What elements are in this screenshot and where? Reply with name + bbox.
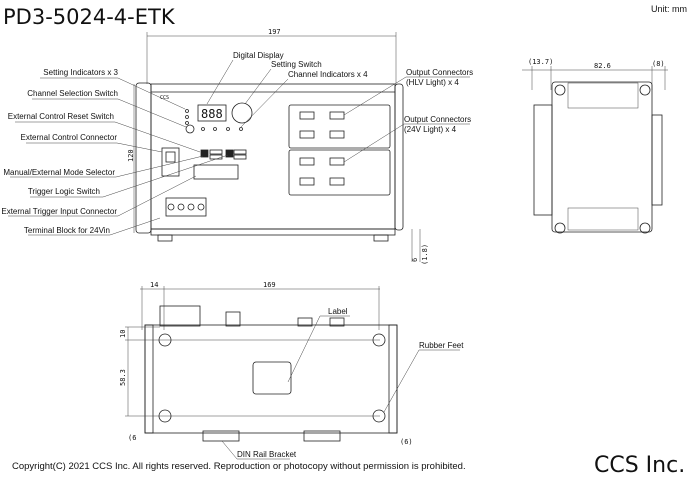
label-digital-display: Digital Display xyxy=(233,51,284,60)
dim-bottom-top: 10 xyxy=(119,330,127,338)
label-external-control-connector: External Control Connector xyxy=(21,133,118,142)
dim-bottom-offset: 14 xyxy=(150,281,158,289)
label-din-rail-bracket: DIN Rail Bracket xyxy=(237,450,297,459)
output-panel-hlv xyxy=(288,104,391,149)
bottom-body xyxy=(144,324,398,434)
dim-side-left: (13.7) xyxy=(528,58,553,66)
product-title: PD3-5024-4-ETK xyxy=(3,5,176,29)
setting-switch xyxy=(231,102,253,124)
terminal-block xyxy=(165,197,207,217)
copyright-text: Copyright(C) 2021 CCS Inc. All rights re… xyxy=(12,461,466,472)
svg-text:888: 888 xyxy=(201,107,223,121)
svg-text:CCS: CCS xyxy=(160,95,169,101)
dim-bottom-pitch: 58.3 xyxy=(119,369,127,386)
external-trigger-input-connector xyxy=(193,164,239,180)
dim-height: 120 xyxy=(127,149,135,162)
label-output-24v-2: (24V Light) x 4 xyxy=(404,125,457,134)
front-view: 197 120 CCS 888 xyxy=(1,28,473,265)
label-trigger-logic-switch: Trigger Logic Switch xyxy=(28,187,100,196)
side-view: (13.7) 82.6 (8) xyxy=(522,58,668,234)
label-external-control-reset-switch: External Control Reset Switch xyxy=(8,112,114,121)
unit-label: Unit: mm xyxy=(651,4,687,14)
digital-display xyxy=(197,104,227,122)
label-area xyxy=(252,361,292,395)
label-terminal-block: Terminal Block for 24Vin xyxy=(24,226,110,235)
dim-side-main: 82.6 xyxy=(594,62,611,70)
dim-bottom-right-foot: (6) xyxy=(400,438,413,446)
label-setting-switch: Setting Switch xyxy=(271,60,322,69)
dim-width: 197 xyxy=(268,28,281,36)
label-channel-selection-switch: Channel Selection Switch xyxy=(27,89,118,98)
dim-bottom-left-foot: (6 xyxy=(128,434,136,442)
label-channel-indicators: Channel Indicators x 4 xyxy=(288,70,368,79)
label-rubber-feet: Rubber Feet xyxy=(419,341,464,350)
channel-selection-switch xyxy=(185,124,195,134)
output-panel-24v xyxy=(288,149,391,196)
dim-bottom-length: 169 xyxy=(263,281,276,289)
label-output-24v-1: Output Connectors xyxy=(404,115,471,124)
side-body xyxy=(551,81,653,233)
bottom-view: 14 169 10 58.3 (6 (6) Label Rubber Feet … xyxy=(119,281,464,460)
dim-foot-a: 6 xyxy=(411,258,419,262)
dim-foot-b: (1.8) xyxy=(421,244,429,265)
dim-side-right: (8) xyxy=(652,60,665,68)
label-external-trigger-input-connector: External Trigger Input Connector xyxy=(1,207,117,216)
label-label: Label xyxy=(328,307,348,316)
label-output-hlv-2: (HLV Light) x 4 xyxy=(406,78,459,87)
brand-logo: CCS Inc. xyxy=(594,453,685,478)
label-output-hlv-1: Output Connectors xyxy=(406,68,473,77)
label-manual-external-mode-selector: Manual/External Mode Selector xyxy=(3,168,115,177)
front-panel xyxy=(150,83,396,230)
left-rail xyxy=(135,82,152,234)
label-setting-indicators: Setting Indicators x 3 xyxy=(43,68,118,77)
